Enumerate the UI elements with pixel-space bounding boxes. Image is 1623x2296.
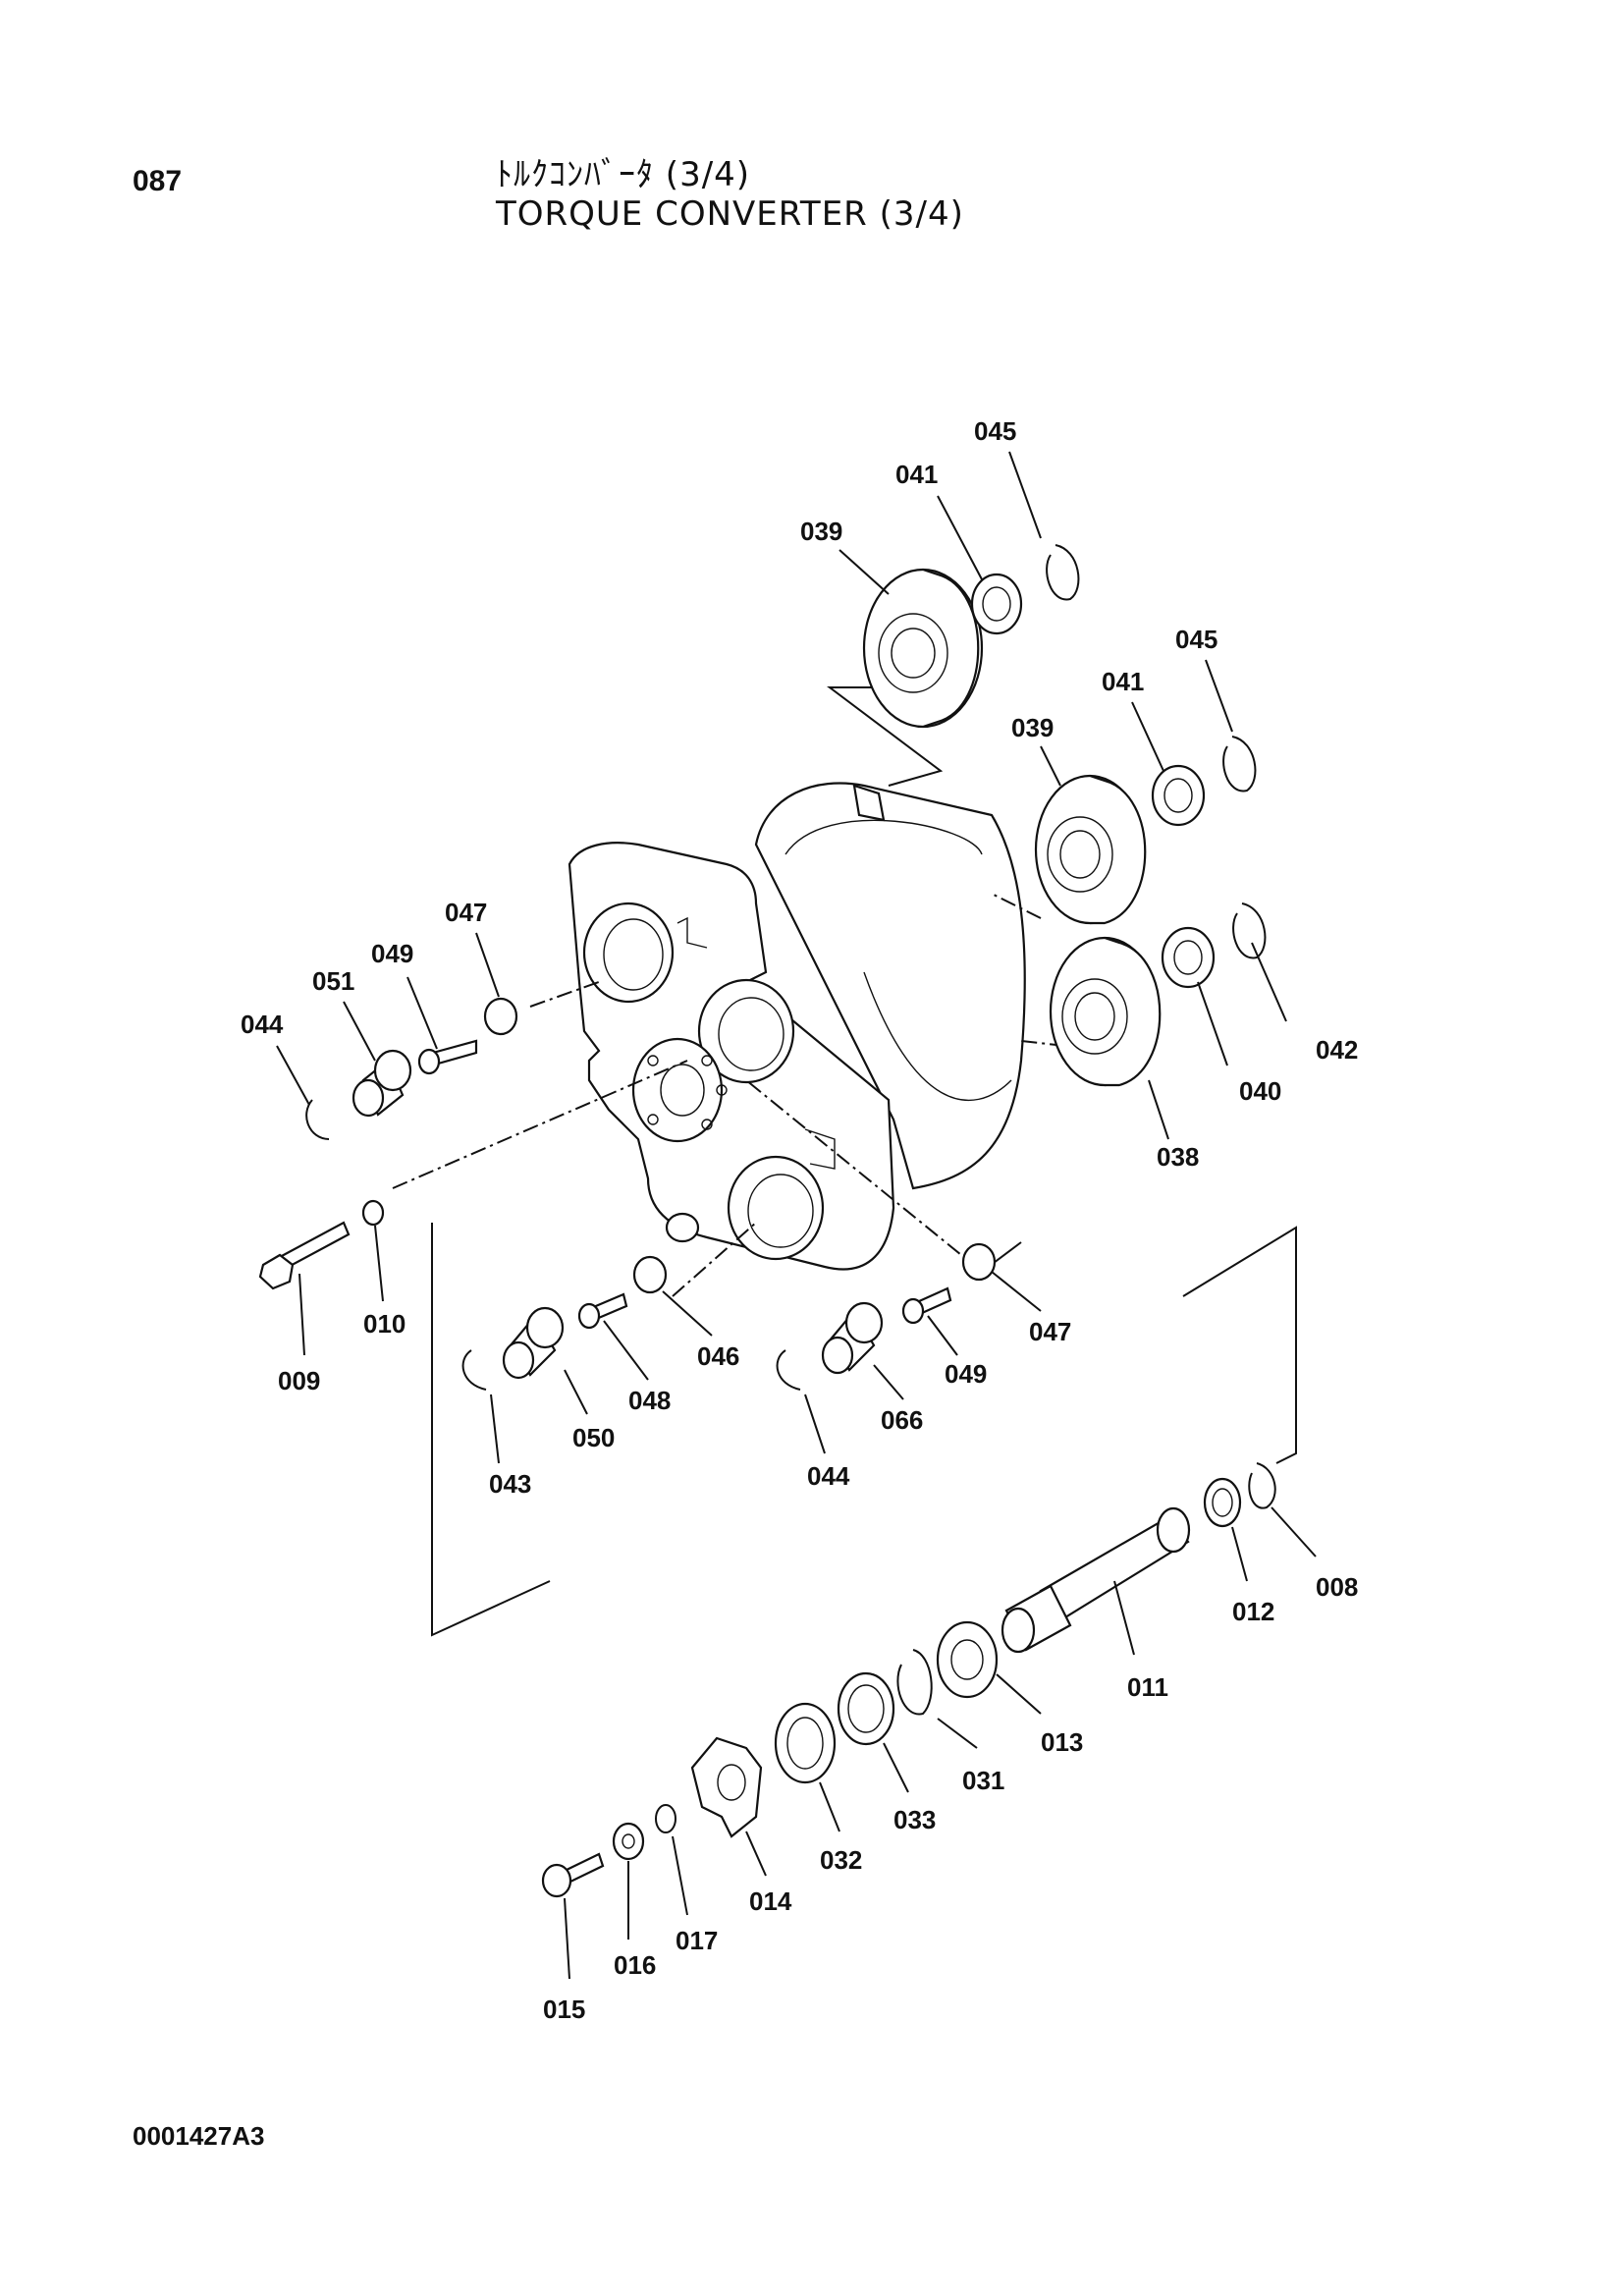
title-japanese: ﾄﾙｸｺﾝﾊﾞｰﾀ (3/4) — [496, 155, 751, 194]
plug-047-left — [483, 997, 518, 1036]
plug-047-right — [961, 1242, 997, 1282]
part-label-051: 051 — [312, 966, 354, 996]
part-label-032: 032 — [820, 1845, 862, 1875]
part-label-050: 050 — [572, 1423, 615, 1452]
part-label-039-top: 039 — [800, 517, 842, 546]
part-label-066: 066 — [881, 1405, 923, 1435]
bearing-013 — [936, 1620, 999, 1699]
snap-ring-031 — [896, 1649, 933, 1716]
part-label-015: 015 — [543, 1995, 585, 2024]
snap-ring-042 — [1232, 902, 1267, 959]
output-shaft-011 — [1001, 1506, 1191, 1654]
snap-ring-043 — [461, 1349, 487, 1391]
part-label-016: 016 — [614, 1950, 656, 1980]
planet-gear-039-mid — [1034, 774, 1147, 925]
snap-ring-044-mid — [776, 1349, 801, 1391]
leader-lines — [276, 451, 1317, 1980]
shaft-051 — [352, 1049, 412, 1118]
part-label-049-left: 049 — [371, 939, 413, 968]
part-label-047-left: 047 — [445, 898, 487, 927]
part-label-012: 012 — [1232, 1597, 1274, 1626]
bolt-009 — [258, 1221, 351, 1290]
part-label-010: 010 — [363, 1309, 406, 1339]
part-label-008: 008 — [1316, 1572, 1358, 1602]
washer-016 — [612, 1822, 645, 1861]
part-label-046: 046 — [697, 1341, 739, 1371]
part-label-013: 013 — [1041, 1727, 1083, 1757]
converter-housing — [568, 782, 1026, 1271]
part-label-041-mid: 041 — [1102, 667, 1144, 696]
part-labels: 045 041 039 045 041 039 047 049 051 044 … — [241, 416, 1358, 2024]
page-number: 087 — [133, 165, 183, 197]
collar-032 — [774, 1702, 837, 1784]
yoke-014 — [690, 1736, 763, 1838]
part-label-017: 017 — [676, 1926, 718, 1955]
bearing-041-top — [970, 573, 1023, 635]
part-label-044-mid: 044 — [807, 1461, 850, 1491]
shaft-050 — [502, 1306, 565, 1380]
part-label-009: 009 — [278, 1366, 320, 1395]
part-label-048: 048 — [628, 1386, 671, 1415]
part-label-042: 042 — [1316, 1035, 1358, 1065]
bearing-040 — [1161, 926, 1216, 989]
o-ring-017 — [655, 1804, 676, 1833]
snap-ring-044-left — [305, 1099, 330, 1140]
part-label-039-mid: 039 — [1011, 713, 1054, 742]
drawing-code: 0001427A3 — [133, 2121, 265, 2151]
bolt-048 — [577, 1292, 628, 1330]
seal-033 — [837, 1671, 895, 1746]
part-label-038: 038 — [1157, 1142, 1199, 1172]
part-label-014: 014 — [749, 1886, 792, 1916]
plug-046 — [632, 1255, 668, 1294]
part-label-045-mid: 045 — [1175, 625, 1217, 654]
planet-gear-038 — [1049, 936, 1162, 1087]
snap-ring-008 — [1248, 1462, 1276, 1509]
bearing-041-mid — [1151, 764, 1206, 827]
planet-gear-039-top — [862, 568, 984, 729]
part-label-044-left: 044 — [241, 1010, 284, 1039]
snap-ring-045-mid — [1222, 736, 1257, 793]
shaft-066 — [821, 1301, 884, 1375]
part-label-011: 011 — [1127, 1672, 1168, 1702]
bolt-015 — [541, 1852, 605, 1898]
bolt-049-right — [901, 1286, 952, 1325]
bolt-049-left — [417, 1039, 478, 1075]
part-label-031: 031 — [962, 1766, 1004, 1795]
part-label-033: 033 — [893, 1805, 936, 1834]
part-label-049-right: 049 — [945, 1359, 987, 1389]
part-label-041-top: 041 — [895, 460, 938, 489]
title-english: TORQUE CONVERTER (3/4) — [496, 194, 964, 234]
part-label-043: 043 — [489, 1469, 531, 1499]
washer-012 — [1203, 1477, 1242, 1528]
washer-010 — [361, 1199, 385, 1227]
snap-ring-045-top — [1046, 544, 1080, 601]
part-label-045-top: 045 — [974, 416, 1016, 446]
part-label-040: 040 — [1239, 1076, 1281, 1106]
part-label-047-right: 047 — [1029, 1317, 1071, 1346]
